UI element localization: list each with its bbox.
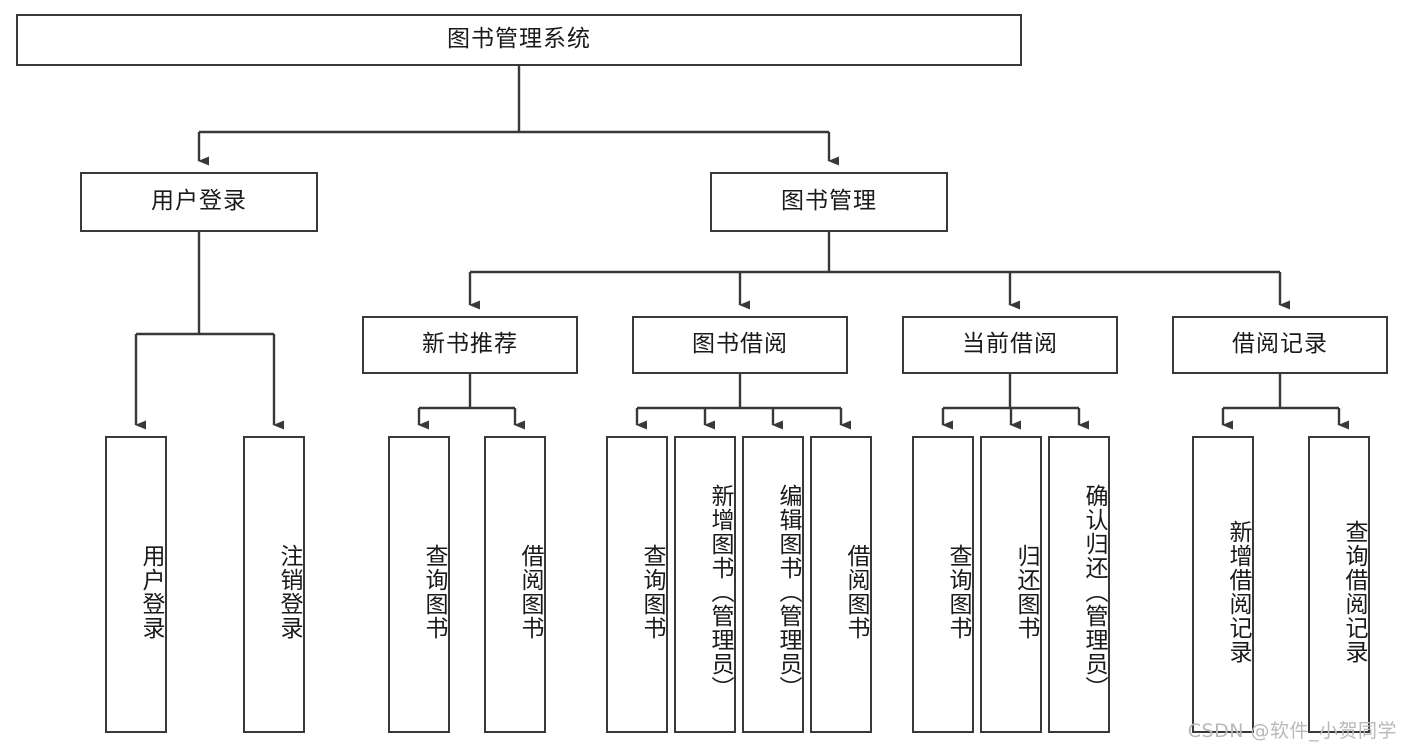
node-label: 图书管理 (781, 188, 877, 215)
watermark-label: CSDN @软件_小贺同学 (1187, 720, 1397, 742)
node-label: 确认归还（管理员） (1081, 483, 1107, 700)
node-label: 新增图书（管理员） (707, 483, 733, 700)
node-borrow-record[interactable]: 借阅记录 (1172, 316, 1388, 374)
node-leaf-query-borrow-record[interactable]: 查询借阅记录 (1308, 436, 1370, 733)
node-leaf-return-book[interactable]: 归还图书 (980, 436, 1042, 733)
node-leaf-borrow-book-rec[interactable]: 借阅图书 (484, 436, 546, 733)
node-label: 用户登录 (138, 543, 164, 640)
node-label: 查询图书 (421, 543, 447, 640)
node-label: 查询图书 (945, 543, 971, 640)
node-leaf-user-login[interactable]: 用户登录 (105, 436, 167, 733)
node-leaf-borrow-book[interactable]: 借阅图书 (810, 436, 872, 733)
node-label: 编辑图书（管理员） (775, 483, 801, 700)
node-label: 查询借阅记录 (1341, 519, 1367, 664)
node-user-login[interactable]: 用户登录 (80, 172, 318, 232)
node-new-book-recommend[interactable]: 新书推荐 (362, 316, 578, 374)
node-label: 当前借阅 (962, 331, 1058, 358)
node-current-borrow[interactable]: 当前借阅 (902, 316, 1118, 374)
node-label: 归还图书 (1013, 543, 1039, 640)
node-leaf-edit-book-admin[interactable]: 编辑图书（管理员） (742, 436, 804, 733)
node-label: 图书借阅 (692, 331, 788, 358)
node-label: 借阅记录 (1232, 331, 1328, 358)
node-leaf-user-logout[interactable]: 注销登录 (243, 436, 305, 733)
node-leaf-query-book-rec[interactable]: 查询图书 (388, 436, 450, 733)
node-root[interactable]: 图书管理系统 (16, 14, 1022, 66)
node-label: 图书管理系统 (447, 26, 591, 53)
node-label: 注销登录 (276, 543, 302, 640)
node-label: 用户登录 (151, 188, 247, 215)
node-book-manage[interactable]: 图书管理 (710, 172, 948, 232)
node-label: 新增借阅记录 (1225, 519, 1251, 664)
node-label: 新书推荐 (422, 331, 518, 358)
node-leaf-add-borrow-record[interactable]: 新增借阅记录 (1192, 436, 1254, 733)
node-label: 借阅图书 (843, 543, 869, 640)
node-label: 查询图书 (639, 543, 665, 640)
node-leaf-confirm-return-admin[interactable]: 确认归还（管理员） (1048, 436, 1110, 733)
node-book-borrow[interactable]: 图书借阅 (632, 316, 848, 374)
node-leaf-add-book-admin[interactable]: 新增图书（管理员） (674, 436, 736, 733)
node-leaf-query-book-current[interactable]: 查询图书 (912, 436, 974, 733)
node-label: 借阅图书 (517, 543, 543, 640)
node-leaf-query-book-borrow[interactable]: 查询图书 (606, 436, 668, 733)
